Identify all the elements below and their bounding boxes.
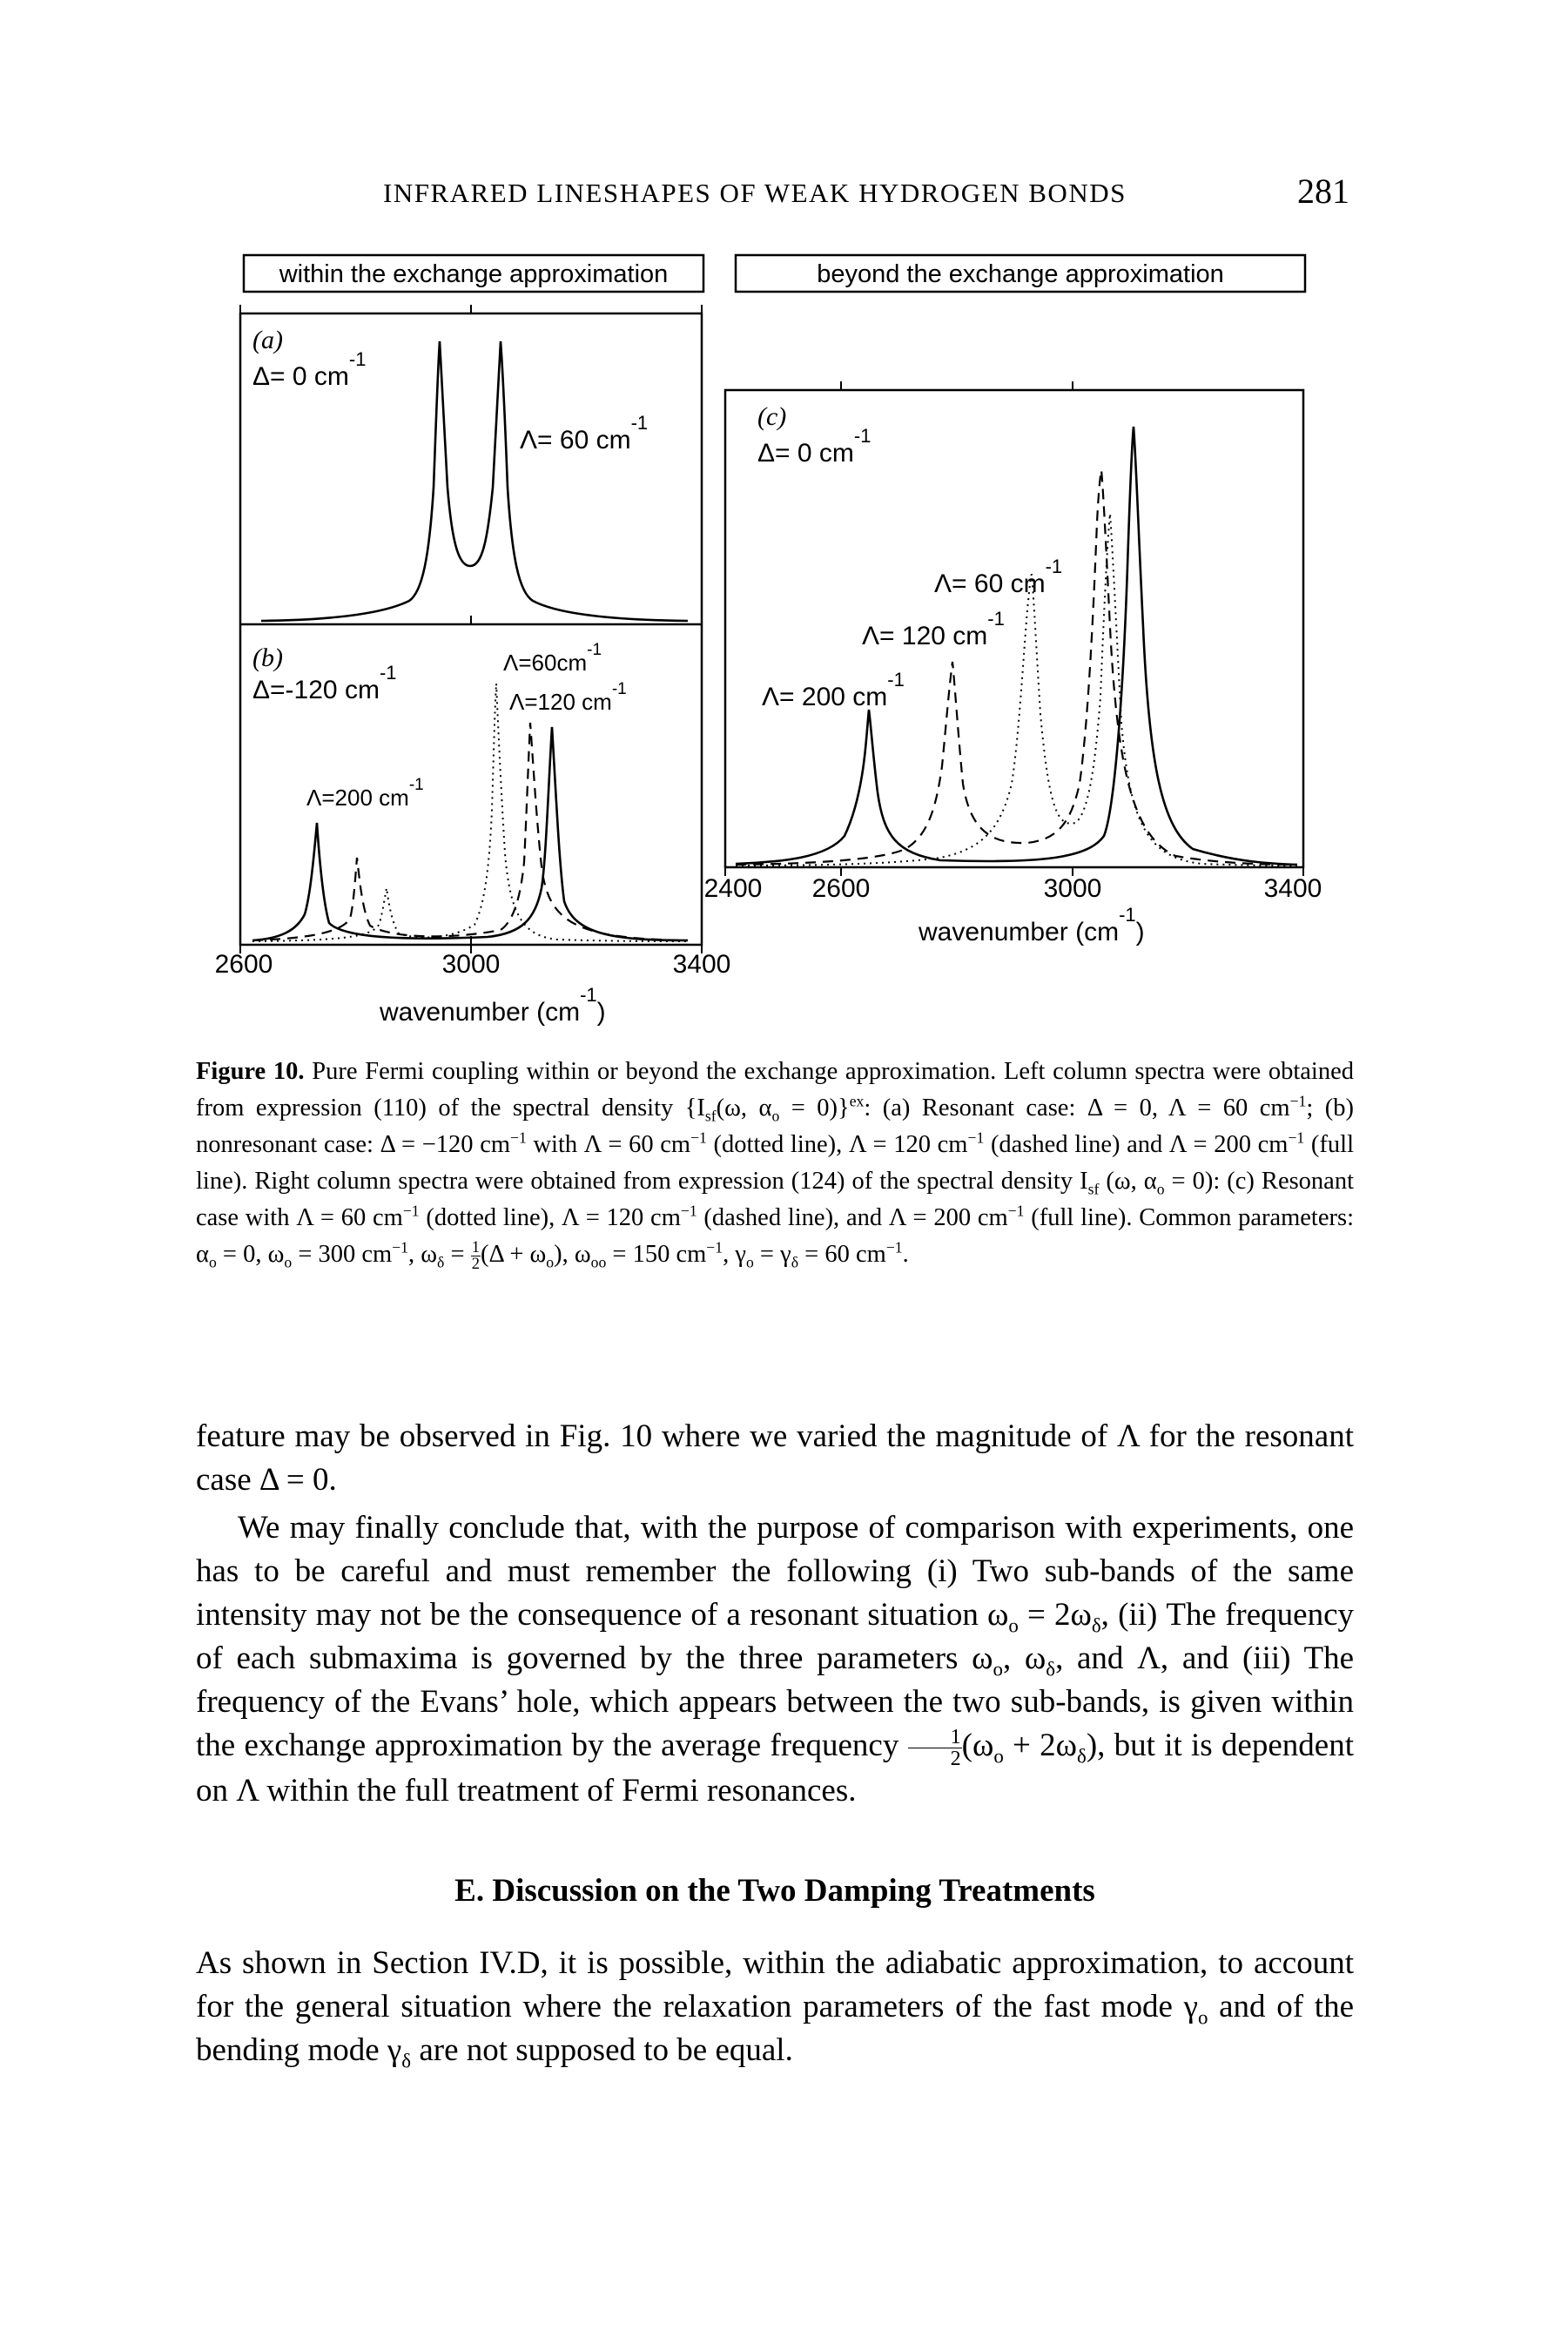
- right-xlabel: wavenumber (cm-1): [918, 904, 1145, 946]
- panel-c-curve-lambda-120: [735, 469, 1298, 866]
- panel-c-delta: Δ= 0 cm-1: [757, 425, 871, 468]
- right-box-title: beyond the exchange approximation: [817, 260, 1224, 288]
- figure-label: Figure 10.: [196, 1058, 305, 1085]
- right-tick-2600: 2600: [812, 874, 871, 903]
- right-tick-3400: 3400: [1264, 874, 1322, 903]
- panel-b-tag: (b): [252, 643, 283, 672]
- panel-b-lambda-60-label: Λ=60cm-1: [503, 641, 602, 676]
- panel-b-curve-lambda-60: [252, 683, 689, 942]
- panel-b-lambda-200-label: Λ=200 cm-1: [306, 776, 424, 811]
- panel-c-lambda-120-label: Λ= 120 cm-1: [862, 608, 1005, 650]
- panel-c-curve-lambda-60: [735, 513, 1298, 866]
- figure-caption: Figure 10. Pure Fermi coupling within or…: [196, 1058, 1355, 1274]
- panel-c-lambda-200-label: Λ= 200 cm-1: [762, 669, 905, 711]
- paragraph-3: As shown in Section IV.D, it is possible…: [196, 1945, 1354, 2072]
- left-xlabel: wavenumber (cm-1): [379, 984, 606, 1027]
- panel-b-lambda-120-label: Λ=120 cm-1: [509, 680, 627, 715]
- left-box-title: within the exchange approximation: [279, 260, 669, 288]
- panel-c-lambda-60-label: Λ= 60 cm-1: [934, 556, 1062, 598]
- figure-10: within the exchange approximation beyond…: [215, 253, 1322, 1027]
- panel-c-curve-lambda-200: [735, 426, 1298, 866]
- panel-a-tag: (a): [252, 326, 283, 354]
- panel-b-delta: Δ=-120 cm-1: [252, 662, 397, 704]
- right-top-ticks: [840, 381, 1073, 390]
- running-head: INFRARED LINESHAPES OF WEAK HYDROGEN BON…: [0, 171, 1568, 214]
- panel-b-curve-lambda-200: [252, 726, 689, 942]
- left-tick-2600: 2600: [215, 950, 273, 979]
- left-plot-frame: [239, 312, 703, 946]
- right-title-box: [734, 253, 1307, 293]
- section-heading: E. Discussion on the Two Damping Treatme…: [454, 1873, 1095, 1909]
- left-bottom-ticks: [239, 945, 703, 953]
- right-bottom-ticks: [724, 867, 1304, 876]
- page-number: 281: [1297, 172, 1349, 211]
- right-tick-3000: 3000: [1044, 874, 1102, 903]
- panel-a-delta: Δ= 0 cm-1: [252, 348, 366, 391]
- left-tick-3400: 3400: [673, 950, 731, 979]
- panel-a-curve: [260, 340, 689, 623]
- paragraph-2: We may finally conclude that, with the p…: [196, 1510, 1354, 1809]
- right-plot-frame: [723, 388, 1305, 869]
- left-tick-3000: 3000: [442, 950, 501, 979]
- running-title: INFRARED LINESHAPES OF WEAK HYDROGEN BON…: [383, 178, 1127, 208]
- paragraph-1: feature may be observed in Fig. 10 where…: [196, 1418, 1354, 1498]
- panel-c-tag: (c): [757, 402, 786, 431]
- left-title-box: [242, 253, 705, 293]
- right-tick-2400: 2400: [704, 874, 763, 903]
- panel-b-curve-lambda-120: [252, 722, 689, 942]
- panel-a-lambda: Λ= 60 cm-1: [520, 412, 648, 455]
